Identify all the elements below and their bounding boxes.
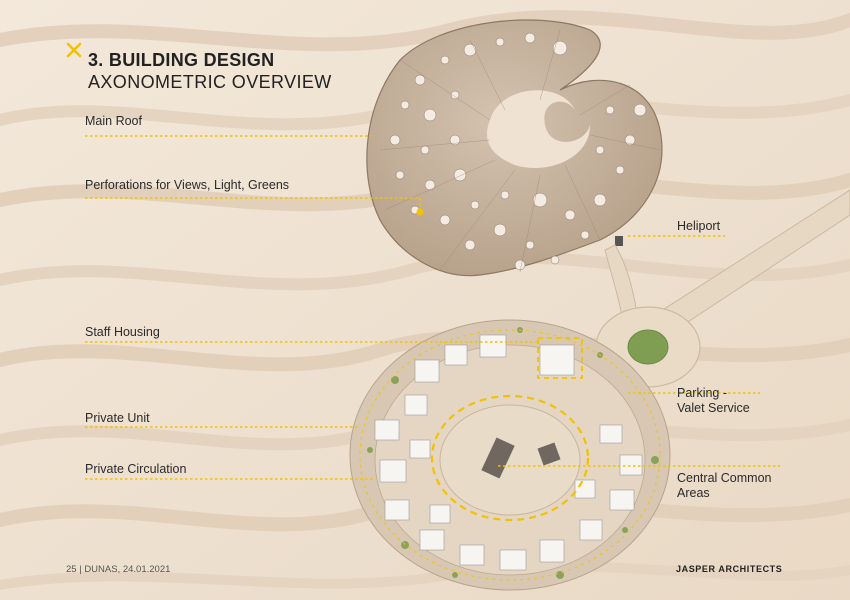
label-main-roof: Main Roof xyxy=(85,114,142,128)
page-subtitle: AXONOMETRIC OVERVIEW xyxy=(88,72,332,92)
annotation-leaders xyxy=(85,135,780,480)
label-perforations: Perforations for Views, Light, Greens xyxy=(85,178,290,192)
private-circulation-path xyxy=(430,394,590,522)
roof-perforations xyxy=(389,32,647,271)
village-plan xyxy=(349,319,671,591)
label-heliport: Heliport xyxy=(677,219,721,233)
perforation-marker xyxy=(416,208,424,216)
label-parking-line1: Parking - xyxy=(677,386,728,400)
roof-structure-lines xyxy=(379,29,661,273)
label-central-common-line1: Central Common xyxy=(677,471,772,485)
label-parking-line2: Valet Service xyxy=(677,401,750,415)
footer-page-info: 25 | DUNAS, 24.01.2021 xyxy=(66,564,171,575)
greenery xyxy=(367,327,659,579)
x-mark-icon xyxy=(66,42,82,58)
label-private-unit: Private Unit xyxy=(85,411,150,425)
label-central-common-line2: Areas xyxy=(677,486,710,500)
label-private-circulation: Private Circulation xyxy=(85,462,187,476)
central-common-area xyxy=(439,404,581,516)
footer-company: JASPER ARCHITECTS xyxy=(676,564,783,574)
building-blocks xyxy=(374,334,643,571)
page-title: 3. BUILDING DESIGN xyxy=(88,50,275,70)
label-staff-housing: Staff Housing xyxy=(85,325,160,339)
main-roof-illustration xyxy=(366,19,663,277)
